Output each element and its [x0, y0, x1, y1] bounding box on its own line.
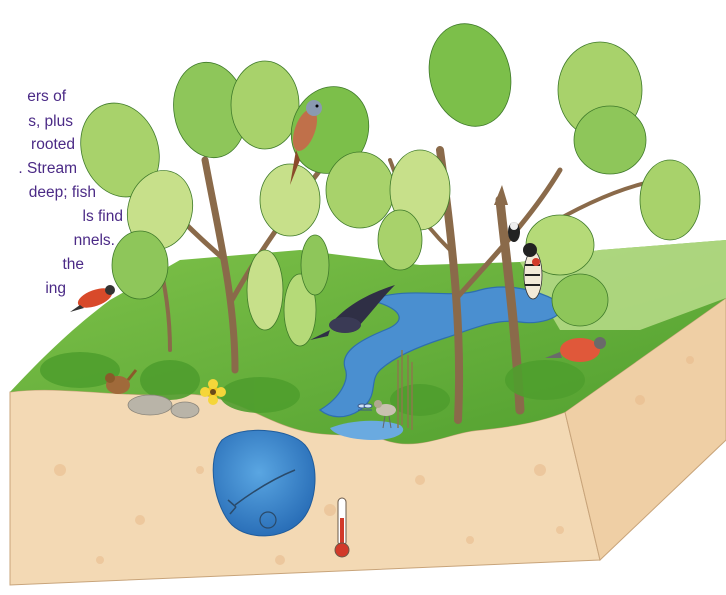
- small-bird-on-snag-icon: [508, 222, 520, 242]
- underground-pool: [213, 430, 315, 536]
- snag-top: [494, 185, 508, 205]
